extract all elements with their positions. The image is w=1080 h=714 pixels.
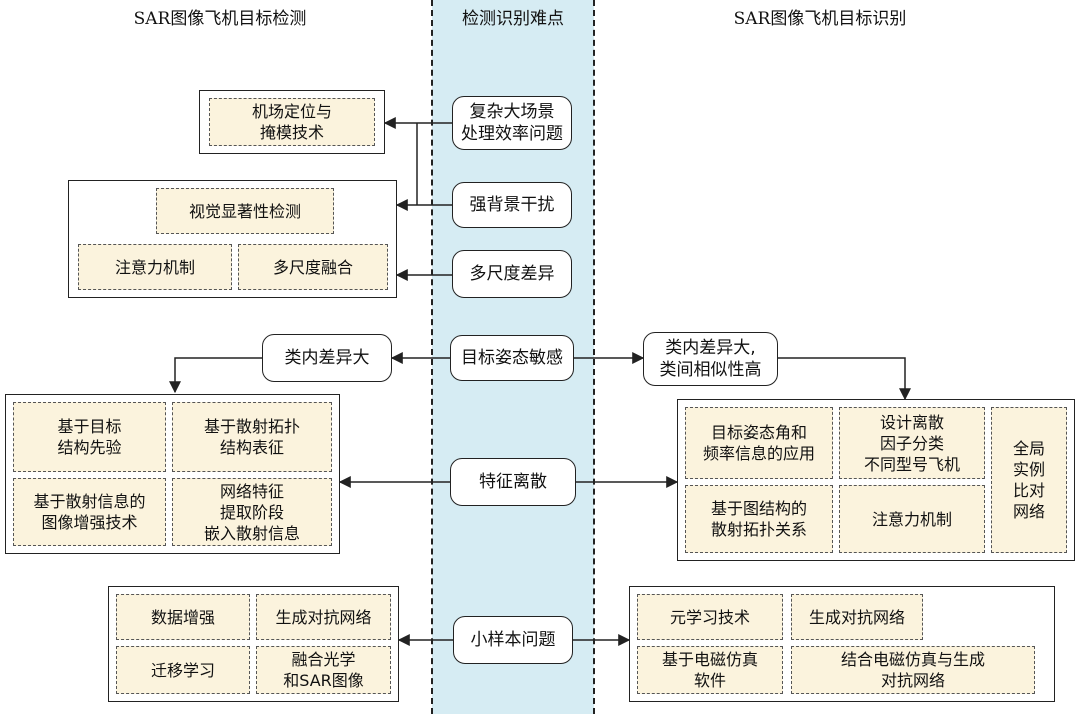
node-small-sample: 小样本问题: [453, 616, 573, 664]
node-strong-background: 强背景干扰: [452, 182, 572, 228]
box-scatter-topology: 基于散射拓扑 结构表征: [172, 402, 332, 472]
box-graph-topology: 基于图结构的 散射拓扑关系: [685, 485, 833, 553]
box-em-simulation: 基于电磁仿真 软件: [637, 646, 783, 694]
node-complex-scene: 复杂大场景 处理效率问题: [452, 96, 572, 150]
right-header: SAR图像飞机目标识别: [733, 9, 907, 29]
box-discrete-factor: 设计离散 因子分类 不同型号飞机: [839, 407, 985, 479]
box-airport-mask: 机场定位与 掩模技术: [209, 98, 375, 146]
box-pose-frequency: 目标姿态角和 频率信息的应用: [685, 407, 833, 479]
box-net-embed-scatter: 网络特征 提取阶段 嵌入散射信息: [172, 478, 332, 546]
box-data-augmentation: 数据增强: [116, 594, 250, 640]
node-multiscale: 多尺度差异: [452, 250, 572, 298]
left-divider: [431, 0, 433, 714]
box-left-attention: 注意力机制: [78, 244, 232, 290]
box-left-gan: 生成对抗网络: [256, 594, 391, 640]
node-left-intra-class: 类内差异大: [262, 334, 392, 382]
box-meta-learning: 元学习技术: [637, 594, 783, 640]
left-header: SAR图像飞机目标检测: [133, 9, 307, 29]
box-right-gan: 生成对抗网络: [791, 594, 923, 640]
box-multiscale-fusion: 多尺度融合: [238, 244, 388, 290]
node-right-intra-inter: 类内差异大, 类间相似性高: [643, 332, 778, 386]
box-structure-prior: 基于目标 结构先验: [13, 402, 166, 472]
node-feature-discrete: 特征离散: [450, 458, 576, 506]
right-divider: [593, 0, 595, 714]
box-right-attention: 注意力机制: [839, 485, 985, 553]
box-em-gan: 结合电磁仿真与生成 对抗网络: [791, 646, 1035, 694]
box-optical-sar-fusion: 融合光学 和SAR图像: [256, 646, 391, 694]
box-global-instance: 全局 实例 比对 网络: [991, 407, 1067, 553]
box-visual-saliency: 视觉显著性检测: [156, 188, 334, 234]
center-header: 检测识别难点: [462, 9, 564, 29]
node-pose-sensitive: 目标姿态敏感: [450, 335, 574, 381]
box-transfer-learning: 迁移学习: [116, 646, 250, 694]
arrow-intra-to-frame: [169, 357, 262, 394]
box-scatter-enhance: 基于散射信息的 图像增强技术: [13, 478, 166, 546]
arrow-intrainter-to-frame: [778, 357, 911, 401]
